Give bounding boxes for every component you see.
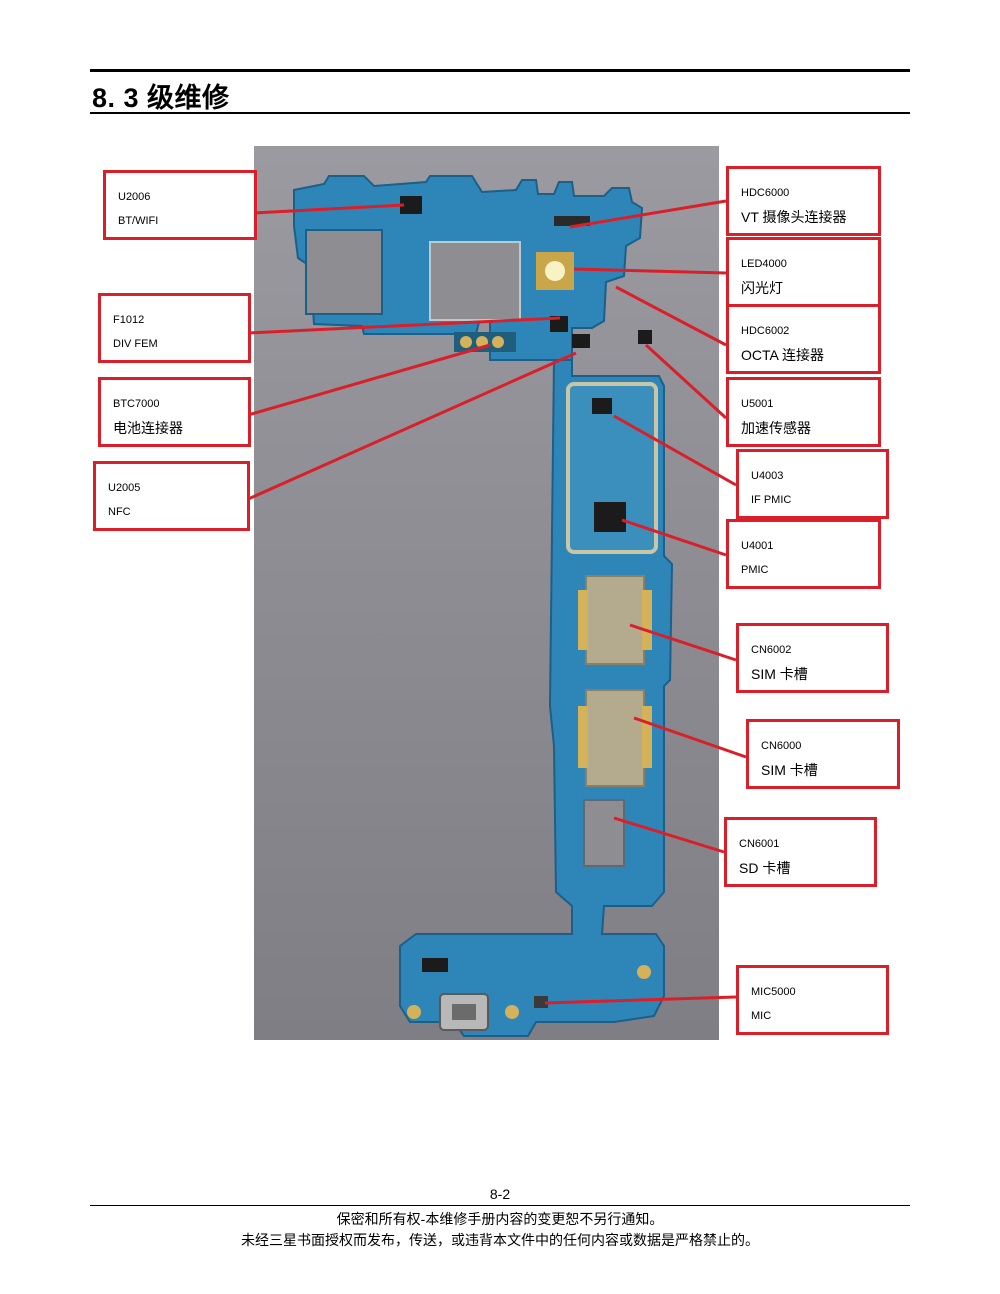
label-code: CN6001 [739, 838, 780, 850]
label-desc: 加速传感器 [741, 420, 811, 436]
label-u5001: U5001 加速传感器 [726, 377, 881, 447]
pcb-window-center [429, 241, 521, 321]
sim-tray-2 [585, 689, 645, 787]
label-code: CN6000 [761, 740, 802, 752]
sd-slot [583, 799, 625, 867]
label-led4000: LED4000 闪光灯 [726, 237, 881, 307]
label-code: HDC6000 [741, 187, 790, 199]
label-code: CN6002 [751, 644, 792, 656]
label-desc: DIV FEM [113, 338, 158, 350]
label-code: U2005 [108, 482, 141, 494]
top-rule [90, 69, 910, 72]
label-code: HDC6002 [741, 325, 790, 337]
label-desc: 电池连接器 [113, 420, 183, 436]
label-cn6000: CN6000 SIM 卡槽 [746, 719, 900, 789]
label-code: F1012 [113, 314, 145, 326]
sim-tray-1 [585, 575, 645, 665]
label-desc: 闪光灯 [741, 280, 783, 296]
label-desc: OCTA 连接器 [741, 347, 824, 363]
label-code: U4001 [741, 540, 774, 552]
label-code: MIC5000 [751, 986, 796, 998]
label-u4001: U4001 PMIC [726, 519, 881, 589]
label-desc: BT/WIFI [118, 215, 159, 227]
footer-rule [90, 1205, 910, 1206]
label-hdc6000: HDC6000 VT 摄像头连接器 [726, 166, 881, 236]
label-desc: MIC [751, 1010, 772, 1022]
label-code: U4003 [751, 470, 784, 482]
label-code: BTC7000 [113, 398, 160, 410]
label-code: LED4000 [741, 258, 787, 270]
label-cn6001: CN6001 SD 卡槽 [724, 817, 877, 887]
label-desc: SIM 卡槽 [751, 666, 808, 682]
label-btc7000: BTC7000 电池连接器 [98, 377, 251, 447]
label-f1012: F1012 DIV FEM [98, 293, 251, 363]
label-code: U2006 [118, 191, 151, 203]
section-title: 8. 3 级维修 [92, 83, 230, 113]
pcb-board-illustration [254, 146, 719, 1040]
label-desc: PMIC [741, 564, 769, 576]
label-u2005: U2005 NFC [93, 461, 250, 531]
label-desc: IF PMIC [751, 494, 792, 506]
label-desc: NFC [108, 506, 131, 518]
label-desc: SD 卡槽 [739, 860, 791, 876]
label-hdc6002: HDC6002 OCTA 连接器 [726, 304, 881, 374]
label-u2006: U2006 BT/WIFI [103, 170, 257, 240]
title-underline [90, 112, 910, 114]
page-number: 8-2 [489, 1186, 511, 1202]
footer-notice-line1: 保密和所有权-本维修手册内容的变更恕不另行通知。 [336, 1211, 664, 1227]
label-desc: SIM 卡槽 [761, 762, 818, 778]
label-desc: VT 摄像头连接器 [741, 209, 847, 225]
label-mic5000: MIC5000 MIC [736, 965, 889, 1035]
pcb-window-left [305, 229, 383, 315]
pcb-photo [254, 146, 719, 1040]
label-cn6002: CN6002 SIM 卡槽 [736, 623, 889, 693]
label-u4003: U4003 IF PMIC [736, 449, 889, 519]
label-code: U5001 [741, 398, 774, 410]
footer-notice-line2: 未经三星书面授权而发布，传送，或违背本文件中的任何内容或数据是严格禁止的。 [241, 1232, 759, 1248]
